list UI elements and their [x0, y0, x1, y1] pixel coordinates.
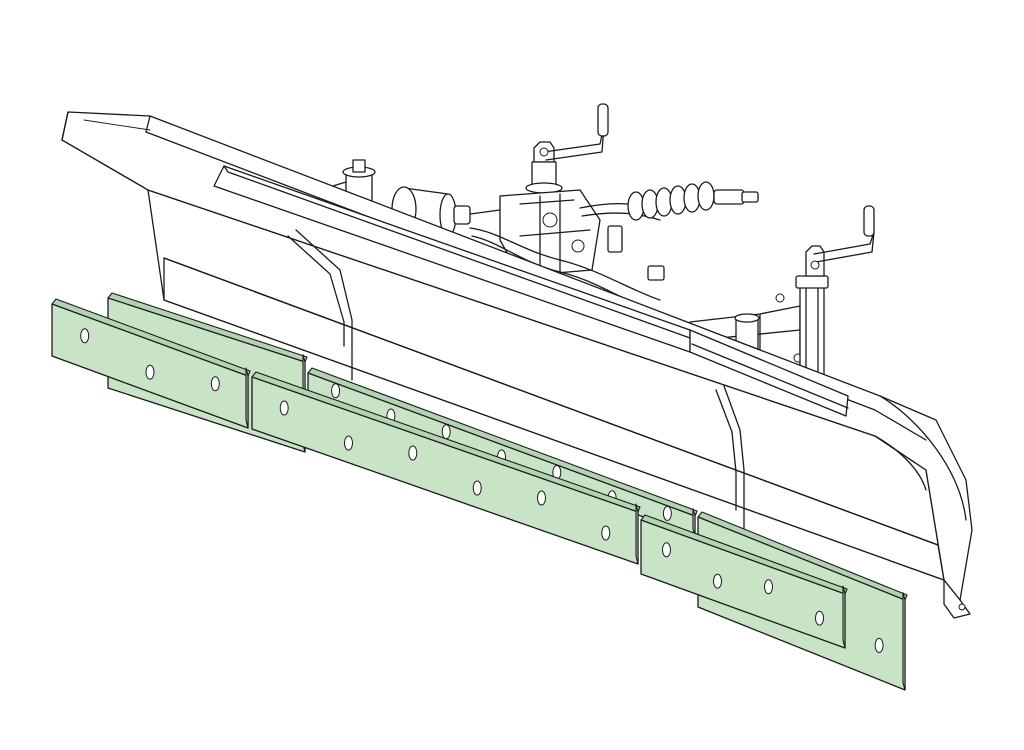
spring-coil [627, 181, 715, 221]
bolt-hole [145, 364, 155, 380]
wear-strip [640, 514, 848, 649]
wear-strip-top-edge [307, 367, 698, 517]
wear-strip-top-edge [107, 292, 308, 363]
right-wing-curve [879, 395, 967, 521]
right-jack-crank-arm [813, 231, 875, 255]
wear-strip-top-edge [251, 371, 641, 513]
wear-strip-top-edge [640, 514, 848, 595]
bolt-hole [874, 637, 884, 653]
left-post-bolt [352, 159, 366, 173]
top-rail-right [689, 329, 849, 417]
stiffener-rib-right [723, 385, 745, 511]
wear-strip-end [692, 508, 696, 537]
wear-strip-top-edge [697, 511, 908, 601]
bolt-hole [764, 579, 773, 595]
bolt-hole [210, 376, 220, 392]
bolt-hole [331, 383, 341, 399]
wear-strip-end [245, 367, 249, 429]
right-jack-crank-handle [863, 205, 875, 237]
bolt-hole [815, 610, 824, 626]
bolt-hole [408, 445, 418, 461]
wear-strip-end [635, 503, 639, 565]
bolt-hole [537, 490, 546, 506]
bolt-hole [713, 573, 722, 589]
wear-strip-end [902, 592, 906, 691]
bolt-hole [662, 505, 672, 521]
wear-strip-end [842, 585, 846, 649]
bolt-hole [662, 542, 671, 558]
hose-fitting [647, 265, 665, 281]
bolt-hole [279, 400, 289, 416]
hydraulic-hose-1 [469, 227, 661, 301]
wear-strip [251, 371, 641, 565]
control-box [607, 225, 623, 253]
bolt-hole [80, 328, 90, 344]
stiffener-rib-left [295, 229, 353, 347]
center-jack-crank-handle [597, 103, 609, 137]
right-jack-stand [799, 281, 825, 383]
quick-coupler [713, 189, 745, 205]
wear-strips-group [51, 292, 908, 691]
bolt-hole [441, 424, 451, 440]
bolt-hole [601, 525, 611, 541]
bolt-hole [472, 480, 482, 496]
wear-strip [51, 298, 251, 429]
wear-strip-top-edge [51, 298, 251, 377]
bolt-hole [344, 435, 353, 451]
moldboard [61, 111, 973, 619]
